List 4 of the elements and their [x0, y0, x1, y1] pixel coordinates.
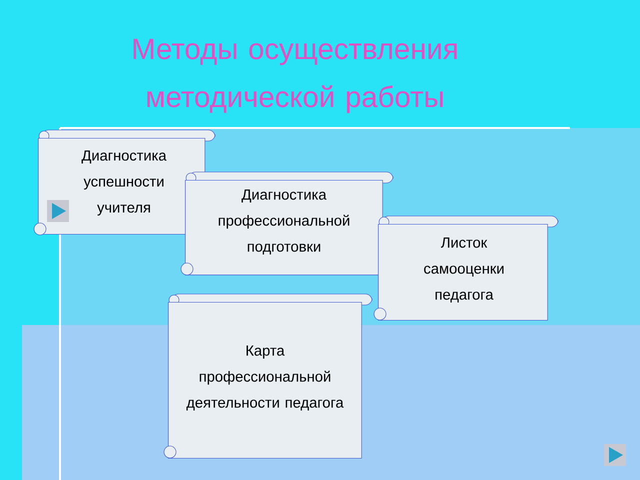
title: Методы осуществления методической работы: [134, 38, 457, 114]
scroll-box: Карта профессиональной деятельности педагога: [164, 294, 372, 459]
scroll-box: Листок самооценки педагога: [374, 216, 558, 321]
scroll-box: Диагностика профессиональной подготовки: [180, 172, 394, 276]
